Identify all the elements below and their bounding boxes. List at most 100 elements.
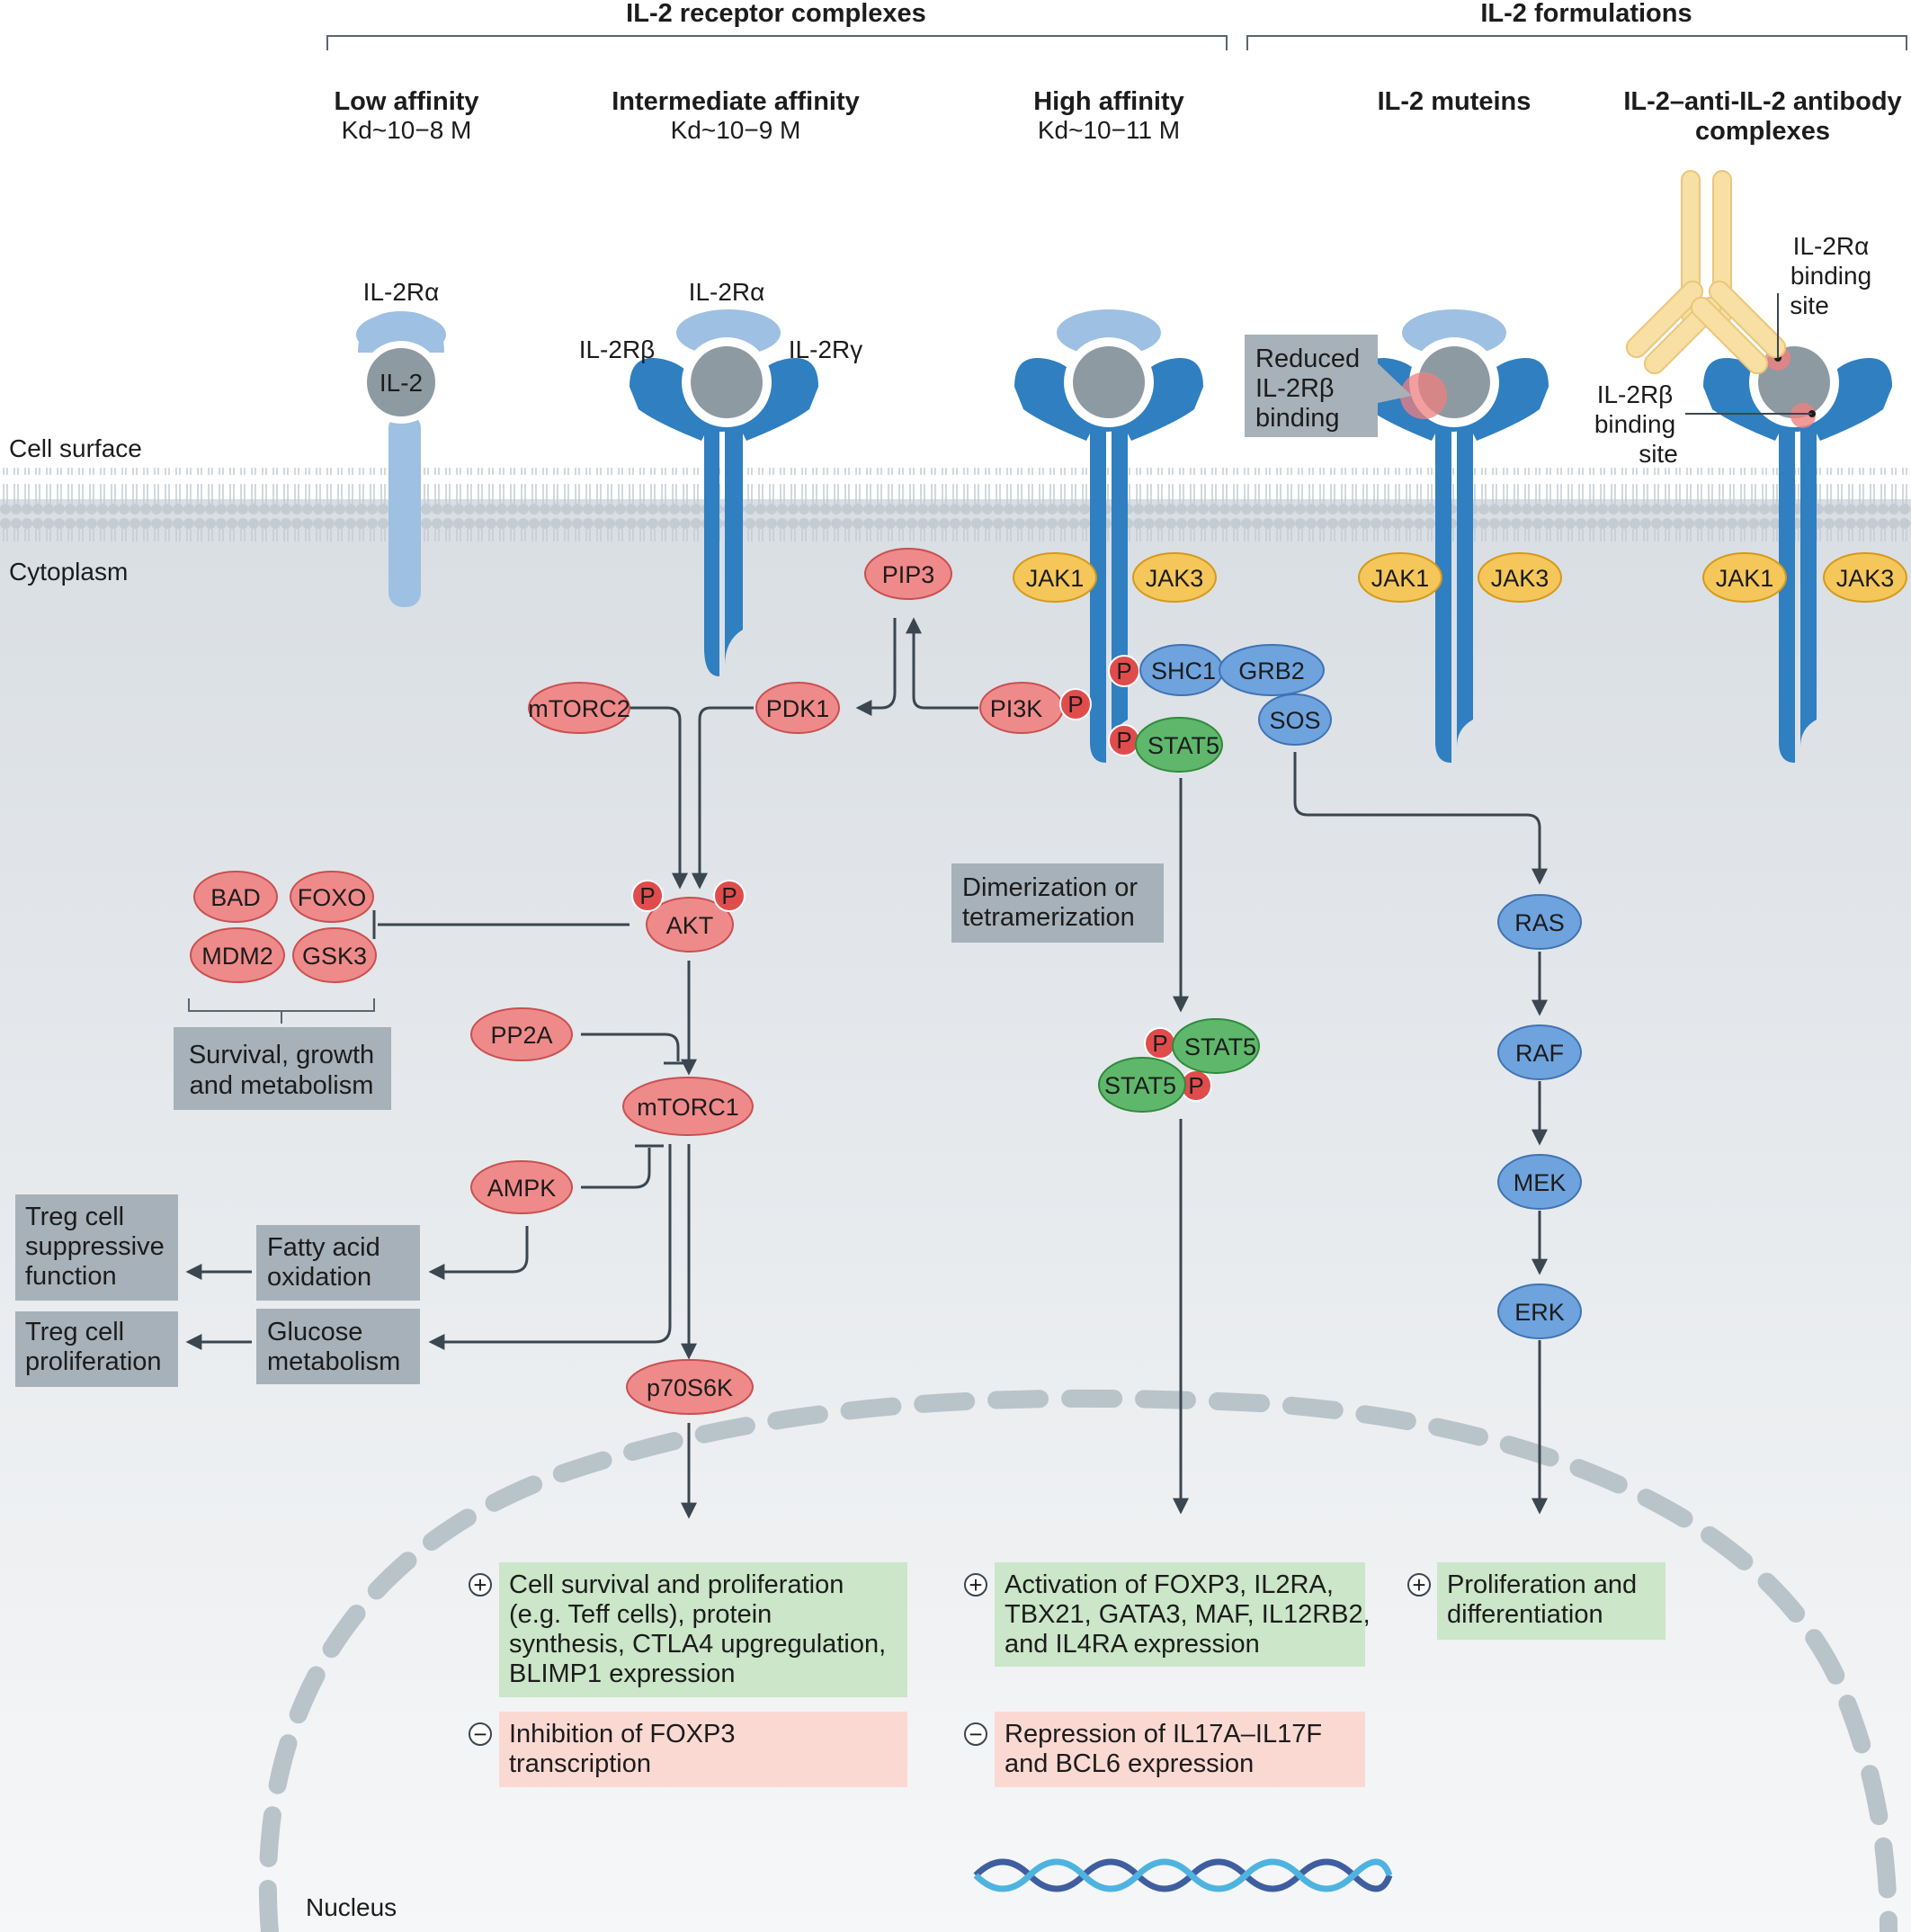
rb-site-line-3: site [1639, 440, 1678, 468]
pp2a-label: PP2A [490, 1022, 552, 1049]
p-akt-right: P [721, 882, 737, 909]
jak3-complexes: JAK3 [1836, 565, 1895, 592]
treg-prolif-line-1: Treg cell [25, 1318, 124, 1346]
intermediate-affinity-title: Intermediate affinity [612, 87, 860, 116]
stat5-receptor-label: STAT5 [1147, 732, 1219, 759]
akt-plus-line-3: synthesis, CTLA4 upgregulation, [509, 1630, 886, 1659]
mdm2-label: MDM2 [201, 943, 273, 970]
ras-label: RAS [1514, 909, 1565, 936]
sign-circles [469, 1573, 1431, 1746]
akt-minus-line-2: transcription [509, 1749, 651, 1778]
muteins-title: IL-2 muteins [1378, 87, 1531, 116]
plus-erk: + [1412, 1571, 1425, 1598]
treg-supp-line-1: Treg cell [25, 1203, 124, 1231]
il2rb-label: IL-2Rβ [579, 335, 656, 363]
treg-supp-line-3: function [25, 1262, 117, 1291]
mek-label: MEK [1514, 1169, 1567, 1196]
cell-membrane [0, 468, 1911, 541]
ras-nodes [1139, 644, 1582, 1339]
reduced-binding-box [1245, 335, 1412, 437]
low-affinity-kd: Kd~10−8 M [342, 116, 472, 144]
p-akt-left: P [639, 882, 655, 909]
bracket-formulations [1246, 35, 1907, 50]
akt-minus-line-1: Inhibition of FOXP3 [509, 1720, 735, 1749]
minus-stat: − [969, 1721, 982, 1748]
grey-boxes [15, 863, 1164, 1387]
treg-prolif-line-2: proliferation [25, 1347, 162, 1376]
shc1-label: SHC1 [1151, 657, 1216, 684]
jak3-muteins: JAK3 [1491, 565, 1549, 592]
outcome-boxes [499, 1562, 1665, 1787]
anti-il2-antibody [1625, 170, 1787, 375]
il2rg-label: IL-2Rγ [789, 335, 862, 363]
akt-plus-line-1: Cell survival and proliferation [509, 1570, 844, 1599]
bracket-receptor-complexes [326, 35, 1228, 50]
akt-plus-line-4: BLIMP1 expression [509, 1659, 735, 1688]
erk-plus-line-2: differentiation [1447, 1600, 1603, 1629]
header-receptor-complexes: IL-2 receptor complexes [626, 0, 926, 28]
pi3k-label: PI3K [990, 695, 1043, 722]
p-stat5-bottom: P [1188, 1072, 1203, 1099]
minus-akt: − [473, 1721, 487, 1748]
erk-label: ERK [1514, 1299, 1565, 1326]
low-affinity-title: Low affinity [334, 87, 478, 116]
fatty-line-1: Fatty acid [267, 1233, 380, 1262]
gsk3-label: GSK3 [302, 943, 367, 970]
mtorc2-label: mTORC2 [528, 695, 630, 722]
mutein-receptor [1360, 309, 1549, 763]
jak1-complexes: JAK1 [1716, 565, 1774, 592]
rb-site-line-2: binding [1594, 410, 1675, 438]
pdk1-label: PDK1 [766, 695, 830, 722]
ra-site-line-1: IL-2Rα [1793, 232, 1870, 260]
plus-stat: + [969, 1571, 982, 1598]
jak1-high: JAK1 [1026, 565, 1085, 592]
jak-high-affinity [1013, 552, 1217, 603]
raf-label: RAF [1515, 1040, 1564, 1067]
treg-supp-line-2: suppressive [25, 1232, 165, 1261]
bad-label: BAD [210, 884, 261, 911]
stat5-nodes [1098, 717, 1260, 1113]
stat-plus-line-2: TBX21, GATA3, MAF, IL12RB2, [1005, 1600, 1371, 1629]
il2-label: IL-2 [380, 369, 423, 397]
ra-site-line-3: site [1790, 291, 1829, 319]
antibody-complex-receptor [1703, 337, 1892, 763]
survival-bracket [188, 998, 375, 1024]
survival-line-2: and metabolism [190, 1071, 374, 1100]
complexes-title-1: IL-2–anti-IL-2 antibody [1623, 87, 1901, 116]
high-affinity-kd: Kd~10−11 M [1038, 116, 1180, 144]
jak1-muteins: JAK1 [1371, 565, 1430, 592]
foxo-label: FOXO [298, 884, 367, 911]
fatty-line-2: oxidation [267, 1263, 371, 1292]
dimer-line-2: tetramerization [962, 903, 1135, 932]
akt-label: AKT [666, 912, 714, 939]
stat-plus-line-3: and IL4RA expression [1005, 1630, 1260, 1659]
jak-muteins [1358, 552, 1562, 603]
nucleus-label: Nucleus [306, 1893, 397, 1921]
stat5-dimer-bottom-label: STAT5 [1104, 1072, 1176, 1099]
pi3k-nodes [190, 548, 1064, 1415]
stat-minus-line-1: Repression of IL17A–IL17F [1005, 1720, 1322, 1749]
reduced-binding-line-3: binding [1255, 404, 1340, 433]
jak3-high: JAK3 [1146, 565, 1204, 592]
cell-surface-label: Cell surface [9, 434, 142, 462]
ras-arrows [1293, 752, 1548, 1515]
ra-site-line-2: binding [1790, 262, 1871, 290]
il2ra-label-low: IL-2Rα [363, 278, 440, 306]
p-stat5-top: P [1152, 1030, 1167, 1057]
stat-minus-line-2: and BCL6 expression [1005, 1749, 1254, 1778]
mtorc1-label: mTORC1 [637, 1094, 739, 1121]
pip3-label: PIP3 [882, 561, 935, 588]
akt-plus-line-2: (e.g. Teff cells), protein [509, 1600, 772, 1629]
low-affinity-receptor [356, 311, 446, 607]
cytoplasm-label: Cytoplasm [9, 558, 128, 586]
p-stat5-receptor: P [1116, 727, 1131, 754]
complexes-title-2: complexes [1695, 117, 1830, 146]
il2ra-label-int: IL-2Rα [689, 278, 765, 306]
plus-akt: + [473, 1571, 487, 1598]
intermediate-affinity-receptor [630, 309, 818, 676]
glucose-line-2: metabolism [267, 1347, 400, 1376]
reduced-binding-line-2: IL-2Rβ [1255, 374, 1335, 403]
survival-line-1: Survival, growth [189, 1041, 374, 1069]
stat5-dimer-top-label: STAT5 [1184, 1033, 1256, 1060]
